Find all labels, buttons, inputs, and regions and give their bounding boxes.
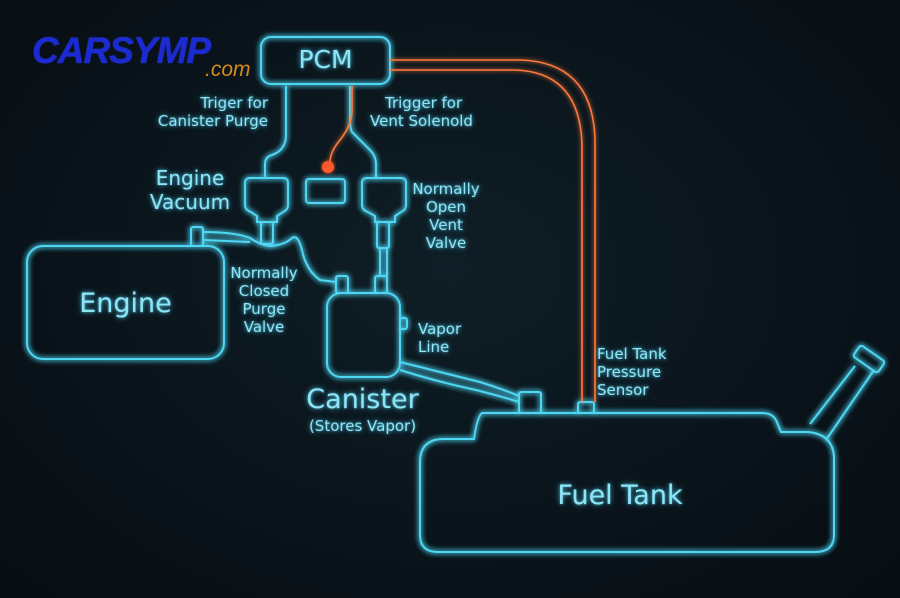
ncp-line-2: Closed [238, 282, 290, 300]
trigger-vent-line-2: Vent Solenold [370, 112, 473, 130]
vent-valve-stem [376, 221, 390, 249]
vent-hose [379, 248, 388, 276]
carsymp-logo: CARSYMP [32, 30, 211, 71]
filler-neck [809, 365, 875, 441]
vapor-line-inner [399, 369, 520, 403]
indicator-wire [329, 86, 353, 163]
canister-side-tab [399, 317, 408, 330]
vent-valve [361, 177, 407, 223]
nov-line-3: Vent [429, 216, 463, 234]
filler-cap [852, 344, 886, 374]
trigger-purge-label: Triger for Canister Purge [136, 94, 268, 130]
carsymp-logo-suffix: .com [205, 58, 251, 81]
engine-vacuum-label: Engine Vacuum [138, 166, 242, 214]
engine-vacuum-port [190, 226, 204, 247]
trigger-purge-line-2: Canister Purge [157, 112, 268, 130]
trigger-purge-line-1: Triger for [200, 94, 268, 112]
engine-vacuum-line-1: Engine [155, 166, 225, 190]
vapor-line-line-2: Line [418, 338, 450, 356]
normally-open-vent-valve-label: Normally Open Vent Valve [410, 180, 482, 252]
trigger-vent-label: Trigger for Vent Solenold [370, 94, 485, 130]
normally-closed-purge-valve-label: Normally Closed Purge Valve [228, 264, 300, 336]
canister-box [326, 292, 401, 378]
vacuum-hose [202, 231, 337, 283]
pcm-label: PCM [298, 45, 353, 74]
engine-label: Engine [79, 288, 172, 319]
center-component [305, 178, 346, 204]
engine-vacuum-line-2: Vacuum [149, 190, 231, 214]
tank-pressure-port [577, 401, 595, 414]
indicator-light [322, 161, 334, 173]
pressure-sensor-wire-inner [390, 69, 583, 402]
fuel-tank-label: Fuel Tank [557, 480, 683, 511]
canister-label: Canister [306, 384, 419, 415]
purge-to-engine-line [202, 239, 251, 243]
ncp-line-3: Purge [242, 300, 286, 318]
pressure-sensor-wire-outer [390, 59, 596, 402]
fuel-tank-pressure-sensor-label: Fuel Tank Pressure Sensor [597, 345, 675, 399]
canister-port-left [335, 275, 349, 294]
trigger-vent-line-1: Trigger for [385, 94, 463, 112]
fuel-tank-body [419, 412, 835, 553]
tank-vapor-port [518, 391, 542, 414]
ftps-line-3: Sensor [597, 381, 649, 399]
ncp-line-4: Valve [243, 318, 285, 336]
ftps-line-1: Fuel Tank [597, 345, 667, 363]
vapor-line-line-1: Vapor [418, 320, 462, 338]
nov-line-1: Normally [412, 180, 480, 198]
purge-valve-stem [260, 221, 274, 245]
canister-port-right [374, 275, 388, 294]
purge-valve-wire [264, 86, 287, 178]
nov-line-2: Open [425, 198, 467, 216]
canister-sub-label: (Stores Vapor) [308, 417, 417, 435]
vapor-line-label: Vapor Line [418, 320, 470, 356]
purge-valve [244, 177, 289, 223]
nov-line-4: Valve [425, 234, 467, 252]
engine-box [26, 245, 225, 360]
ncp-line-1: Normally [230, 264, 298, 282]
vapor-line [399, 361, 520, 397]
ftps-line-2: Pressure [597, 363, 662, 381]
